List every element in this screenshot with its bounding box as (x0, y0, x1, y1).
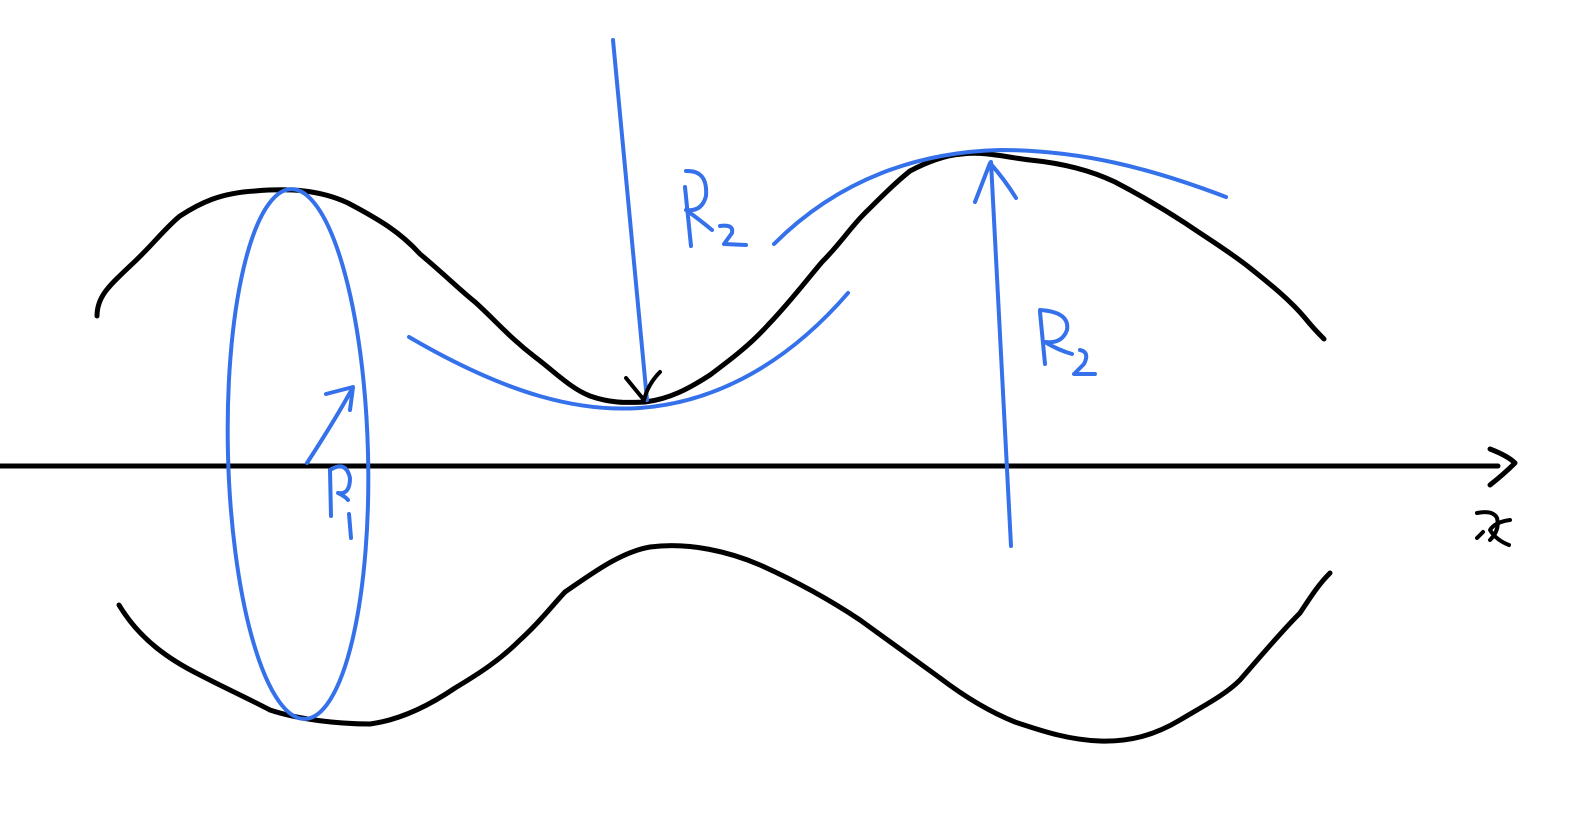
valley-osculating-arc (407, 291, 850, 411)
label-r2-valley-text: R2 (690, 219, 692, 221)
r2-valley-subscript-two (718, 223, 748, 247)
r2-valley-letter-r-stem (683, 185, 693, 248)
r2-peak-letter-r-stem (1038, 310, 1047, 366)
x-letter-stroke-3 (1475, 530, 1485, 540)
r1-subscript-one (347, 512, 353, 540)
lower-surface-curve (116, 543, 1333, 744)
r2-peak-arrow-head (973, 161, 1018, 204)
r2-peak-letter-r-bowl (1038, 308, 1074, 356)
x-axis-arrowhead (1487, 446, 1518, 488)
r1-letter-r-bowl (328, 464, 352, 502)
r1-arrow-head (324, 385, 355, 412)
r1-arrow-shaft (305, 387, 354, 465)
r2-peak-arrow-shaft (989, 160, 1013, 548)
cross-section-ellipse (225, 187, 371, 721)
r2-valley-arrow-shaft (611, 38, 649, 402)
label-r2-peak: R2 (1038, 308, 1097, 376)
x-letter-stroke-2 (1488, 518, 1512, 547)
r2-valley-letter-r-bowl (684, 168, 714, 232)
x-axis (0, 446, 1518, 488)
r2-valley-arrow-head (624, 370, 662, 402)
r2-peak-subscript-two (1072, 348, 1097, 376)
label-r1: R1 (328, 464, 353, 540)
r1-letter-r-stem (328, 468, 333, 518)
axis-label-x: x (1475, 510, 1512, 547)
r2-valley-radius-arrow (611, 38, 662, 402)
label-r2-valley: R2 (683, 168, 748, 248)
r2-peak-radius-arrow (973, 160, 1018, 548)
r1-radius-arrow (305, 385, 355, 465)
peak-osculating-arc (772, 148, 1228, 246)
